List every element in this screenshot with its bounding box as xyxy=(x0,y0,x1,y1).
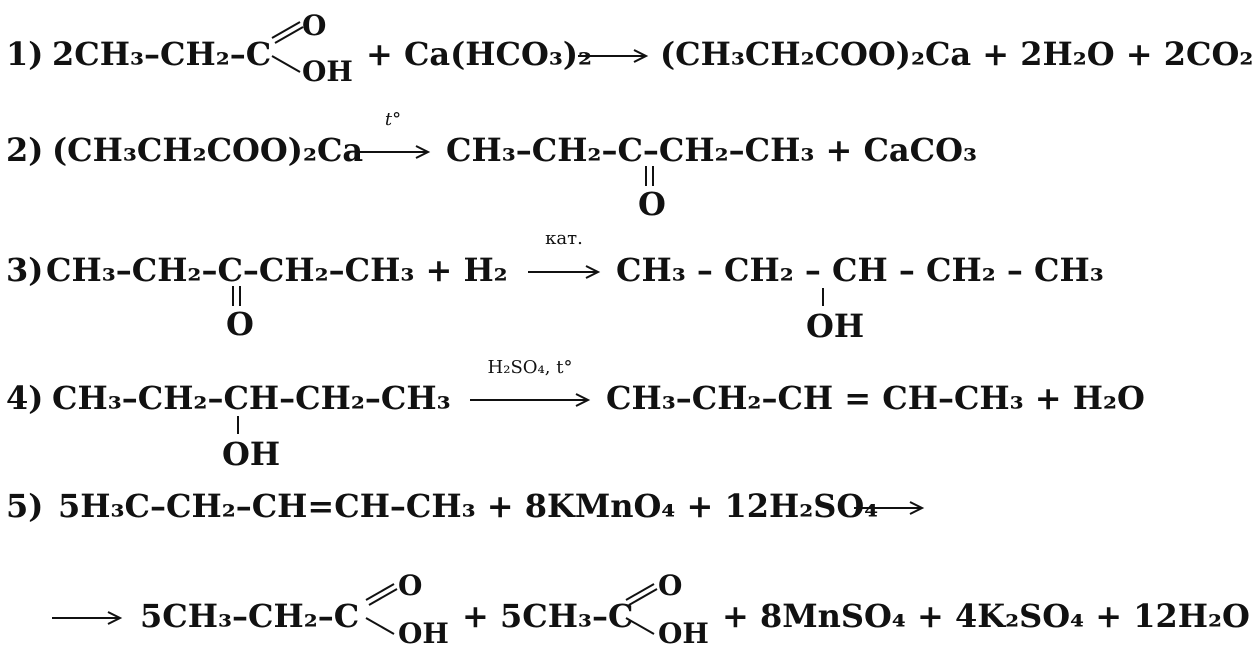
arrow-condition: t° xyxy=(384,109,402,130)
carboxyl-bond-icon xyxy=(365,583,398,635)
carbonyl-oxygen: O xyxy=(302,9,327,42)
reactant-pentanone: CH₃–CH₂–C–CH₂–CH₃ + H₂ xyxy=(46,251,508,289)
hydroxyl-group: OH xyxy=(398,617,449,650)
carboxyl-bond-icon xyxy=(625,583,658,635)
reactant-propanoic-acid: 2CH₃–CH₂–C xyxy=(52,35,272,73)
reactant-pentanol: CH₃–CH₂–CH–CH₂–CH₃ xyxy=(52,379,451,417)
reaction-arrow-catalyst: кат. xyxy=(528,230,601,294)
hydroxyl-group: OH xyxy=(658,617,709,650)
product-pentanol: CH₃ – CH₂ – CH – CH₂ – CH₃ xyxy=(616,251,1104,289)
reactant-calcium-propanoate: (CH₃CH₂COO)₂Ca xyxy=(52,131,364,169)
products-4: CH₃–CH₂–CH = CH–CH₃ + H₂O xyxy=(606,379,1145,417)
product-propanoic-acid: 5CH₃–CH₂–C xyxy=(140,597,360,635)
single-bond-icon xyxy=(822,288,824,306)
single-bond-icon xyxy=(237,416,239,434)
reaction-number: 2) xyxy=(6,131,44,169)
hydroxyl-group: OH xyxy=(302,55,353,88)
products-1: (CH₃CH₂COO)₂Ca + 2H₂O + 2CO₂ xyxy=(660,35,1253,73)
equation-page: 1) 2CH₃–CH₂–C O OH + Ca(HCO₃)₂ (CH₃CH₂CO… xyxy=(6,9,1253,650)
reaction-arrow-acid-heat: H₂SO₄, t° xyxy=(470,359,591,422)
reaction-arrow xyxy=(854,490,925,530)
reaction-number: 3) xyxy=(6,251,44,289)
arrow-condition: H₂SO₄, t° xyxy=(487,357,573,378)
reaction-arrow-heat: t° xyxy=(356,111,431,174)
product-acetic-acid: + 5CH₃–C xyxy=(462,597,634,635)
ketone-oxygen: O xyxy=(226,305,254,343)
reaction-arrow xyxy=(578,38,649,78)
double-bond-icon xyxy=(645,166,654,186)
carbonyl-oxygen: O xyxy=(398,569,423,602)
carboxyl-bond-icon xyxy=(271,21,304,73)
reaction-arrow xyxy=(52,600,123,640)
ketone-oxygen: O xyxy=(638,185,666,223)
reaction-number: 5) xyxy=(6,487,44,525)
products-2: CH₃–CH₂–C–CH₂–CH₃ + CaCO₃ xyxy=(446,131,977,169)
double-bond-icon xyxy=(232,286,241,306)
arrow-condition: кат. xyxy=(545,228,583,249)
reaction-number: 4) xyxy=(6,379,44,417)
carbonyl-oxygen: O xyxy=(658,569,683,602)
reactants-5: 5H₃C–CH₂–CH=CH–CH₃ + 8KMnO₄ + 12H₂SO₄ xyxy=(58,487,879,525)
hydroxyl-group: OH xyxy=(806,307,865,345)
products-salts-water: + 8MnSO₄ + 4K₂SO₄ + 12H₂O xyxy=(722,597,1250,635)
hydroxyl-group: OH xyxy=(222,435,281,473)
reaction-number: 1) xyxy=(6,35,44,73)
reagent-calcium-bicarbonate: + Ca(HCO₃)₂ xyxy=(366,35,593,73)
